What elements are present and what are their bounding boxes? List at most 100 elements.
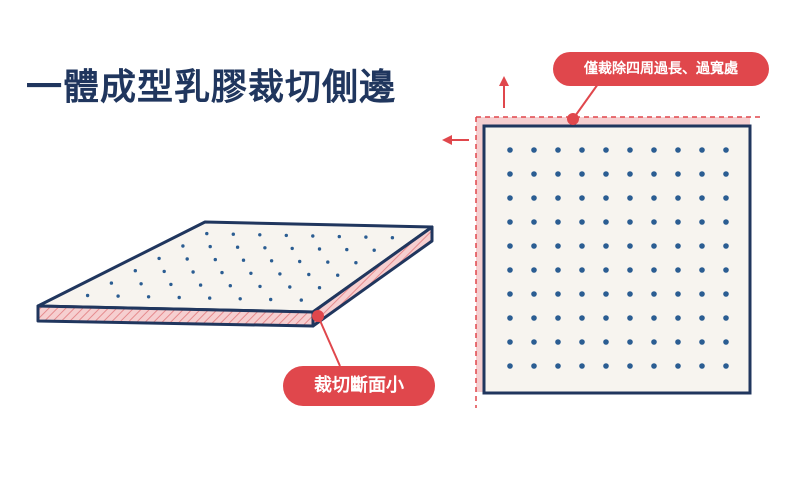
- mattress-square: [482, 124, 752, 395]
- mattress-dot: [345, 247, 349, 252]
- square-dot: [603, 339, 609, 345]
- square-dot: [555, 315, 561, 321]
- square-dot: [531, 171, 537, 177]
- mattress-dot: [290, 246, 294, 251]
- side-cut-leader-line: [317, 315, 341, 367]
- side-cut-marker: [312, 310, 324, 322]
- mattress-dot: [298, 259, 302, 264]
- square-dot: [579, 291, 585, 297]
- square-dot: [675, 243, 681, 249]
- square-dot: [627, 147, 633, 153]
- square-dot: [507, 363, 513, 369]
- mattress-dot: [263, 246, 267, 250]
- square-dot: [675, 339, 681, 345]
- square-dot: [675, 171, 681, 177]
- square-dot: [603, 291, 609, 297]
- square-dot: [579, 195, 585, 201]
- square-dot: [603, 243, 609, 249]
- square-dot: [507, 267, 513, 273]
- square-dot: [507, 315, 513, 321]
- square-dot: [651, 339, 657, 345]
- square-dot: [579, 267, 585, 273]
- square-dot: [507, 147, 513, 153]
- trim-note-label: 僅裁除四周過長、過寬處: [553, 52, 769, 86]
- square-dot-grid: [507, 147, 729, 369]
- square-dot: [555, 147, 561, 153]
- square-dot: [531, 339, 537, 345]
- trim-leader-line: [572, 83, 599, 120]
- square-dot: [675, 291, 681, 297]
- mattress-dot: [288, 285, 292, 289]
- square-dot: [627, 219, 633, 225]
- square-dot: [651, 219, 657, 225]
- square-dot: [555, 291, 561, 297]
- square-dot: [675, 315, 681, 321]
- square-dot: [675, 267, 681, 273]
- square-dot: [579, 171, 585, 177]
- square-dot: [723, 171, 729, 177]
- arrow-left-icon: [442, 135, 469, 145]
- square-dot: [675, 363, 681, 369]
- square-dot: [723, 339, 729, 345]
- mattress-dot: [133, 269, 137, 273]
- square-dot: [723, 195, 729, 201]
- mattress-dot: [278, 272, 282, 276]
- mattress-dot: [220, 270, 224, 275]
- square-dot: [555, 171, 561, 177]
- square-dot: [675, 195, 681, 201]
- square-dot: [603, 363, 609, 369]
- square-dot: [699, 243, 705, 249]
- square-dot: [603, 267, 609, 273]
- square-dot: [603, 147, 609, 153]
- square-dot: [627, 267, 633, 273]
- mattress-dot: [241, 258, 246, 262]
- mattress-dot: [185, 257, 189, 261]
- square-dot: [555, 195, 561, 201]
- square-dot: [723, 363, 729, 369]
- square-dot: [579, 363, 585, 369]
- square-dot: [507, 171, 513, 177]
- square-dot: [507, 339, 513, 345]
- mattress-dot: [337, 234, 341, 239]
- square-dot: [699, 363, 705, 369]
- mattress-dot: [139, 282, 143, 286]
- mattress-dot: [235, 245, 240, 249]
- square-dot: [651, 363, 657, 369]
- square-dot: [555, 219, 561, 225]
- mattress-dot: [162, 269, 166, 274]
- mattress-dot: [317, 286, 322, 290]
- square-dot: [723, 219, 729, 225]
- mattress-dot: [181, 244, 185, 248]
- square-dot: [603, 171, 609, 177]
- square-dot: [723, 267, 729, 273]
- mattress-dot: [109, 281, 114, 285]
- square-dot: [699, 147, 705, 153]
- square-dot: [699, 171, 705, 177]
- square-dot: [507, 291, 513, 297]
- mattress-dot: [85, 293, 90, 298]
- mattress-dot: [208, 244, 212, 249]
- square-dot: [555, 243, 561, 249]
- square-dot: [651, 195, 657, 201]
- mattress-dot: [299, 298, 303, 302]
- square-dot: [675, 219, 681, 225]
- mattress-dot: [307, 272, 311, 277]
- square-dot: [579, 315, 585, 321]
- square-dot: [699, 267, 705, 273]
- mattress-dot: [169, 282, 173, 287]
- square-dot: [507, 219, 513, 225]
- square-dot: [603, 219, 609, 225]
- square-dot: [627, 363, 633, 369]
- square-dot: [531, 291, 537, 297]
- square-dot: [555, 339, 561, 345]
- square-dot: [507, 243, 513, 249]
- mattress-dot: [269, 297, 273, 302]
- square-dot: [531, 267, 537, 273]
- mattress-dot: [326, 260, 330, 264]
- square-dot: [531, 147, 537, 153]
- mattress-dot: [364, 235, 368, 239]
- page-title: 一體成型乳膠裁切側邊: [26, 67, 397, 108]
- square-dot: [723, 291, 729, 297]
- mattress-dot-grid: [85, 231, 395, 302]
